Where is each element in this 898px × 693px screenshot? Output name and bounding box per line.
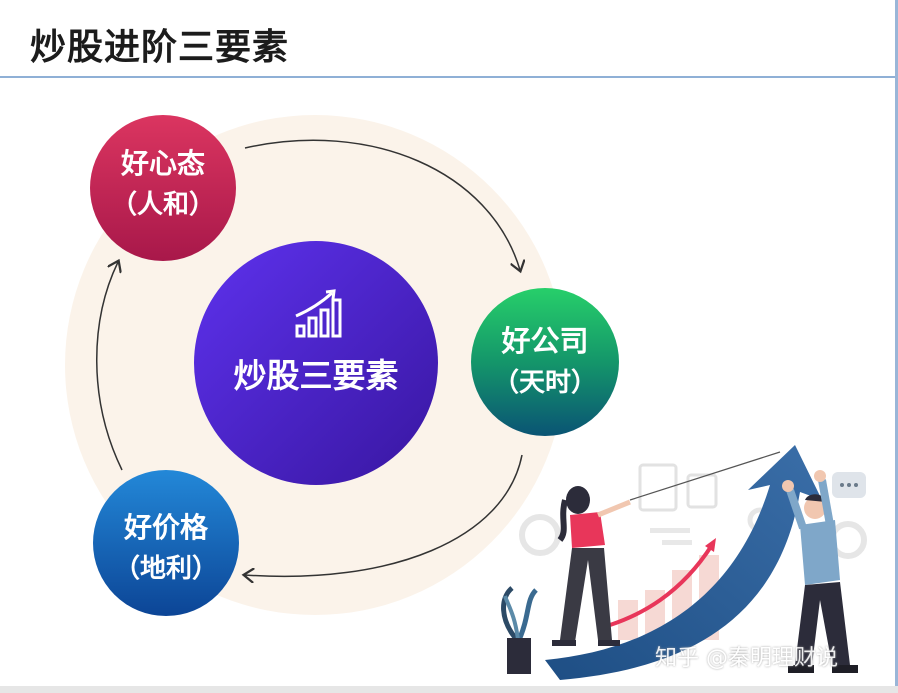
bottom-strip <box>0 686 898 693</box>
center-circle <box>194 241 438 485</box>
center-label: 炒股三要素 <box>233 356 399 395</box>
node-circle-price <box>93 470 239 616</box>
cycle-arrow-mindset-to-company <box>244 139 520 270</box>
node-company-title: 好公司 <box>501 324 589 358</box>
watermark: 知乎 @秦明理财说 <box>655 646 838 671</box>
node-price-title: 好价格 <box>123 511 208 544</box>
node-circle-company <box>471 288 619 436</box>
illustration-plant <box>501 586 538 674</box>
growth-chart-icon <box>295 289 342 338</box>
node-mindset-sub: （人和） <box>110 190 215 220</box>
cycle-arrow-price-to-mindset <box>96 262 123 471</box>
node-company-sub: （天时） <box>492 368 597 398</box>
illustration-man <box>782 470 858 673</box>
illustration-rope <box>629 451 781 501</box>
right-border <box>895 0 898 693</box>
title-divider <box>0 76 896 78</box>
page-title: 炒股进阶三要素 <box>30 27 290 68</box>
node-circle-mindset <box>90 115 236 261</box>
node-price-sub: （地利） <box>113 554 218 584</box>
node-mindset-title: 好心态 <box>120 147 205 180</box>
illustration-woman <box>552 486 631 646</box>
illustration-rising-arrow <box>545 445 822 680</box>
cycle-arrow-company-to-price <box>245 454 523 576</box>
